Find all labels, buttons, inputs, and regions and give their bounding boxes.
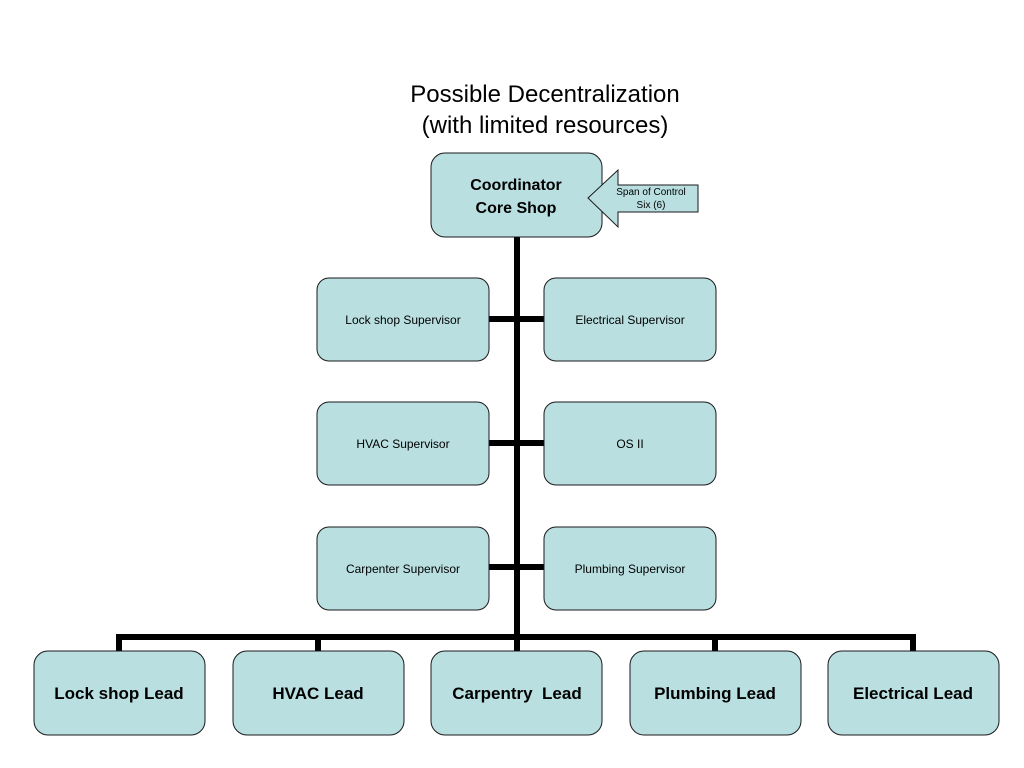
supervisor-node-os-ii: OS II: [543, 401, 717, 486]
lead-node-plumbing: Plumbing Lead: [629, 650, 802, 736]
lead-node-electrical: Electrical Lead: [827, 650, 1000, 736]
lead-label: Plumbing Lead: [654, 684, 776, 703]
supervisor-label: Electrical Supervisor: [575, 313, 684, 327]
supervisor-box: [543, 401, 717, 486]
lead-node-hvac: HVAC Lead: [232, 650, 405, 736]
coordinator-node: Coordinator Core Shop: [430, 152, 603, 238]
chart-title-line-1: Possible Decentralization: [410, 81, 679, 108]
coordinator-title: Coordinator: [470, 177, 562, 194]
supervisor-label: Lock shop Supervisor: [345, 313, 460, 327]
callout-line-2: Six (6): [637, 200, 666, 211]
span-of-control-callout: Span of Control Six (6): [587, 168, 699, 229]
supervisor-node-lock-shop: Lock shop Supervisor: [316, 277, 490, 362]
supervisor-node-hvac: HVAC Supervisor: [316, 401, 490, 486]
supervisor-label: HVAC Supervisor: [356, 437, 449, 451]
lead-box: [629, 650, 802, 736]
coordinator-box: [430, 152, 603, 238]
lead-label: Electrical Lead: [853, 684, 973, 703]
supervisor-box: [316, 277, 490, 362]
lead-box: [232, 650, 405, 736]
lead-label: HVAC Lead: [272, 684, 363, 703]
supervisor-label: Carpenter Supervisor: [346, 562, 460, 576]
supervisor-node-electrical: Electrical Supervisor: [543, 277, 717, 362]
connectors: [116, 237, 916, 651]
lead-box: [827, 650, 1000, 736]
supervisor-box: [316, 401, 490, 486]
lead-box: [430, 650, 603, 736]
callout-arrow-shape: [587, 168, 699, 229]
lead-box: [33, 650, 206, 736]
supervisor-node-carpenter: Carpenter Supervisor: [316, 526, 490, 611]
chart-title-line-2: (with limited resources): [422, 112, 669, 139]
lead-label: Lock shop Lead: [54, 684, 183, 703]
coordinator-subtitle: Core Shop: [476, 200, 557, 217]
callout-line-1: Span of Control: [616, 187, 686, 198]
lead-node-carpentry: Carpentry Lead: [430, 650, 603, 736]
lead-node-lock-shop: Lock shop Lead: [33, 650, 206, 736]
supervisor-node-plumbing: Plumbing Supervisor: [543, 526, 717, 611]
supervisor-label: OS II: [616, 437, 643, 451]
lead-label: Carpentry Lead: [452, 684, 581, 703]
supervisor-box: [316, 526, 490, 611]
supervisor-box: [543, 277, 717, 362]
supervisor-label: Plumbing Supervisor: [575, 562, 686, 576]
supervisor-box: [543, 526, 717, 611]
